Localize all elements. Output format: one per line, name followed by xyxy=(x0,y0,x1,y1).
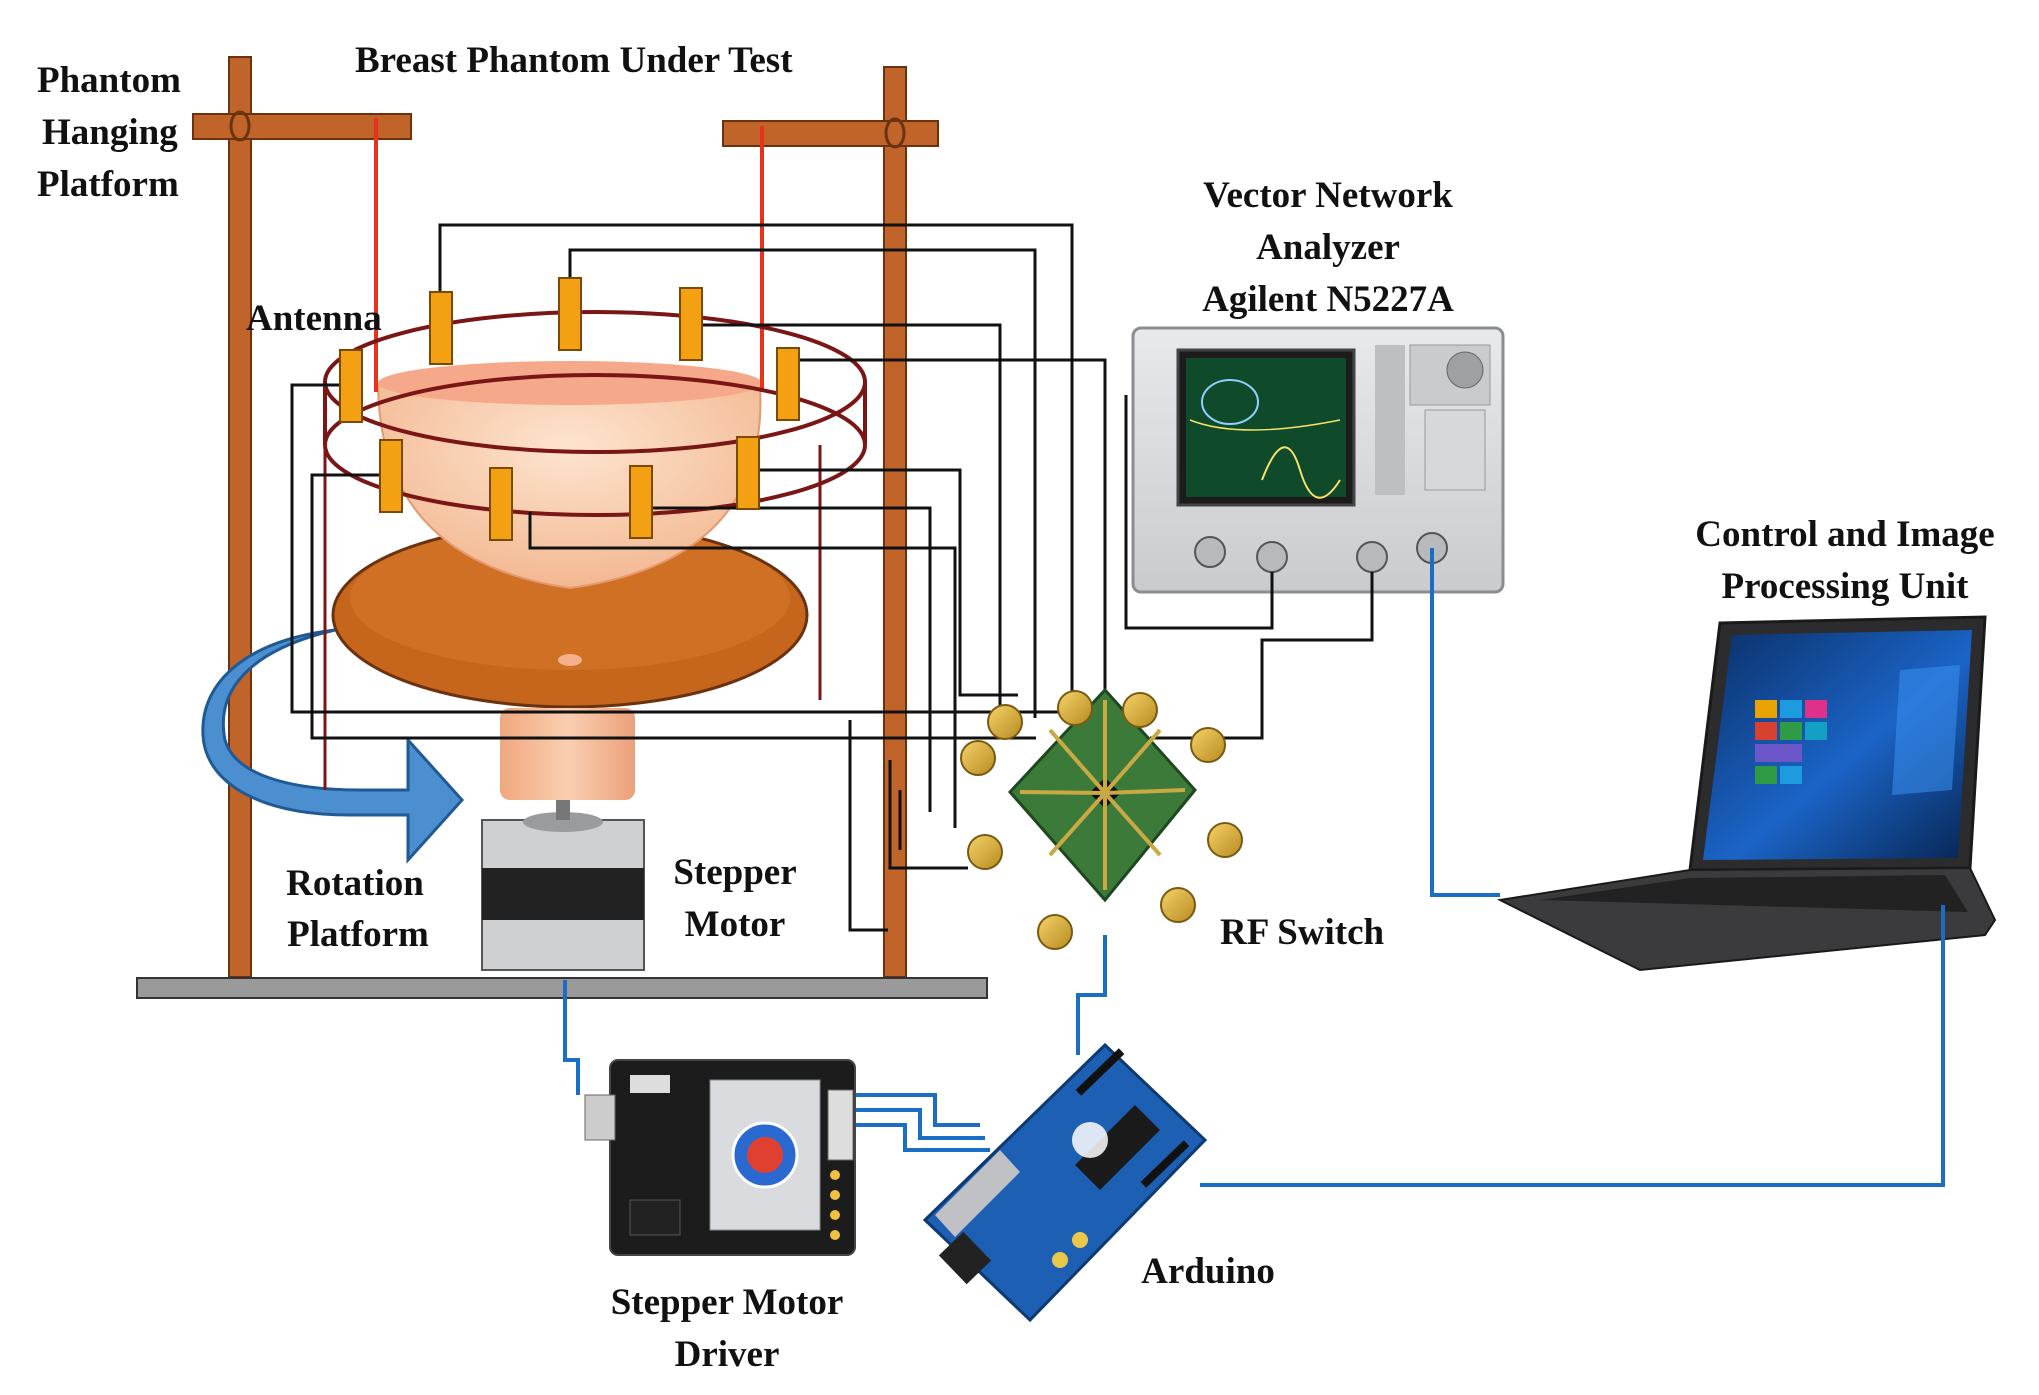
stepper-driver-board-icon xyxy=(584,1059,856,1256)
label-stepper-motor-driver-2: Driver xyxy=(675,1334,780,1375)
label-rf-switch: RF Switch xyxy=(1220,912,1385,953)
label-phantom-hanging-platform-2: Hanging xyxy=(42,112,178,153)
antenna-element xyxy=(429,291,453,365)
left-clamp xyxy=(229,110,251,142)
label-stepper-motor-2: Motor xyxy=(685,904,786,945)
antenna-element xyxy=(339,349,363,423)
breast-phantom xyxy=(374,118,764,800)
right-clamp xyxy=(884,117,906,149)
label-vna-3: Agilent N5227A xyxy=(1202,279,1454,320)
label-rotation-platform-2: Platform xyxy=(287,914,429,955)
rf-switch-board-icon xyxy=(960,687,1243,950)
right-crossbar xyxy=(722,120,939,147)
arduino-board-icon xyxy=(922,1042,1208,1323)
antenna-element xyxy=(776,347,800,421)
phantom-neck xyxy=(500,708,635,800)
antenna-element xyxy=(379,439,403,513)
antenna-element xyxy=(679,287,703,361)
antenna-element xyxy=(489,467,513,541)
label-control-unit-2: Processing Unit xyxy=(1721,566,1969,607)
rotation-arrow-icon xyxy=(201,628,465,864)
label-rotation-platform-1: Rotation xyxy=(286,863,424,904)
antennas xyxy=(339,277,800,541)
antenna-element xyxy=(558,277,582,351)
label-vna-1: Vector Network xyxy=(1203,175,1453,216)
vector-network-analyzer-icon xyxy=(1131,326,1505,594)
antenna-element xyxy=(736,436,760,510)
label-antenna: Antenna xyxy=(246,298,382,339)
label-phantom-hanging-platform-3: Platform xyxy=(37,164,179,205)
left-post xyxy=(228,56,252,978)
antenna-element xyxy=(629,465,653,539)
label-arduino: Arduino xyxy=(1141,1251,1275,1292)
control-cables xyxy=(563,548,1945,1187)
label-control-unit-1: Control and Image xyxy=(1695,514,1994,555)
label-phantom-hanging-platform-1: Phantom xyxy=(37,60,181,101)
label-breast-phantom-under-test: Breast Phantom Under Test xyxy=(355,40,793,81)
left-crossbar xyxy=(192,113,412,140)
label-stepper-motor-driver-1: Stepper Motor xyxy=(611,1282,844,1323)
antenna-ring xyxy=(323,310,867,790)
label-vna-2: Analyzer xyxy=(1256,227,1400,268)
label-stepper-motor-1: Stepper xyxy=(673,852,796,893)
right-post xyxy=(883,66,907,978)
vna-cables xyxy=(1150,572,1374,740)
laptop-icon xyxy=(1496,615,1997,972)
stepper-motor-icon xyxy=(481,800,645,971)
phantom-hanging-frame xyxy=(136,56,988,999)
base-plate xyxy=(136,977,988,999)
